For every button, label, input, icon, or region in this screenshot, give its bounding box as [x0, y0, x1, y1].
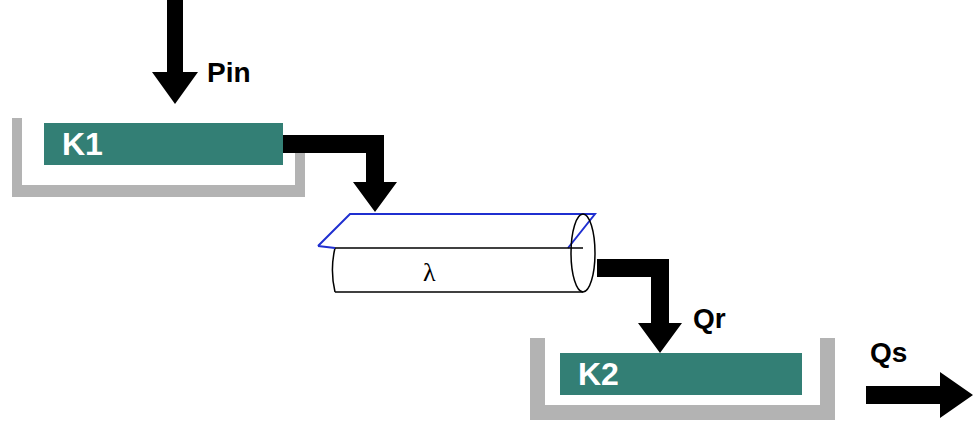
output-arrow: [866, 372, 973, 418]
flow-arrow: [283, 135, 397, 212]
reservoir-container: [12, 118, 305, 197]
reservoir-container: [530, 338, 835, 420]
output-label: Qs: [868, 338, 909, 368]
node-label: K2: [560, 353, 629, 390]
flow-label: Qr: [691, 304, 728, 334]
channel-outline: [315, 212, 597, 294]
reservoir-bar: K2: [560, 353, 802, 395]
flow-arrow: [597, 259, 682, 353]
parameter-label: λ: [423, 260, 436, 286]
node-label: K1: [44, 123, 113, 160]
input-label: Pin: [205, 58, 253, 88]
reservoir-bar: K1: [44, 123, 283, 165]
channel-cylinder: λ: [315, 212, 597, 294]
input-arrow: [152, 0, 198, 104]
